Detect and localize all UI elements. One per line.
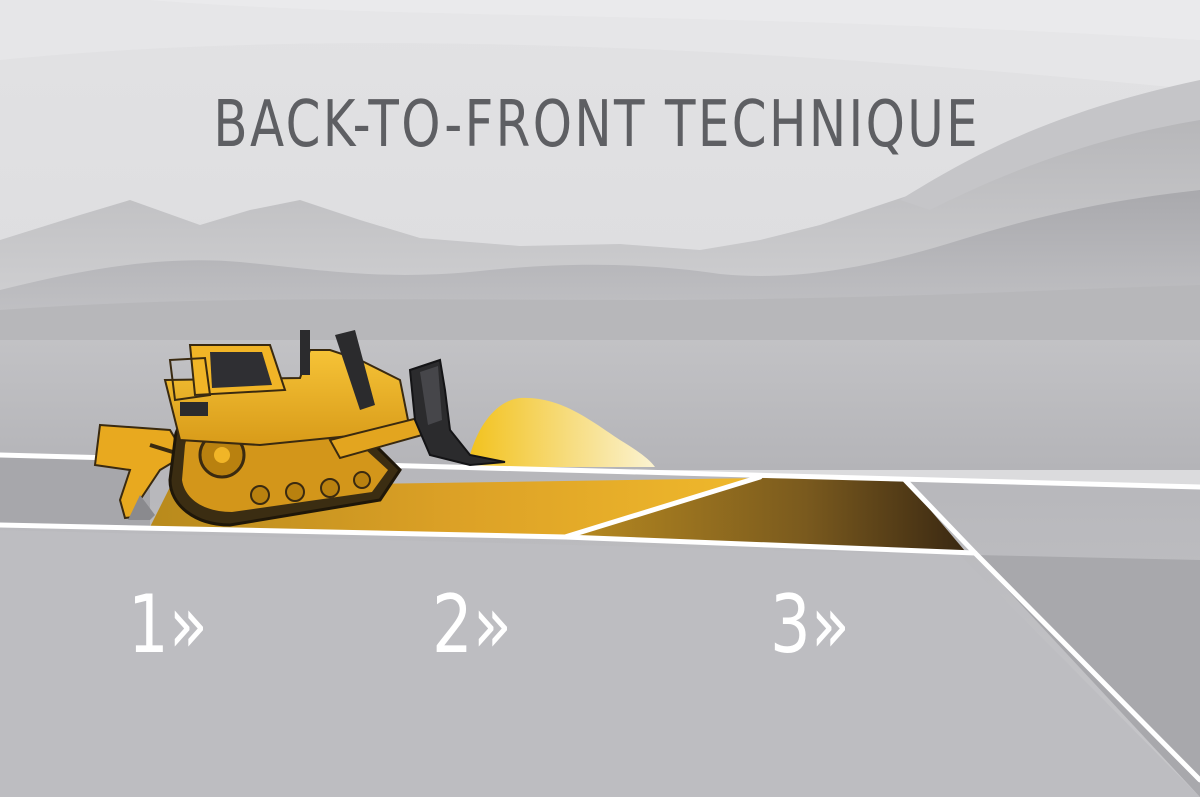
dozer [93, 330, 506, 527]
cut-slot-3 [565, 478, 965, 551]
page-title: BACK-TO-FRONT TECHNIQUE [213, 88, 980, 162]
material-pile [470, 397, 655, 467]
step-2-label: 2» [432, 578, 512, 671]
step-1-label: 1» [128, 578, 208, 671]
step-3-label: 3» [770, 578, 850, 671]
